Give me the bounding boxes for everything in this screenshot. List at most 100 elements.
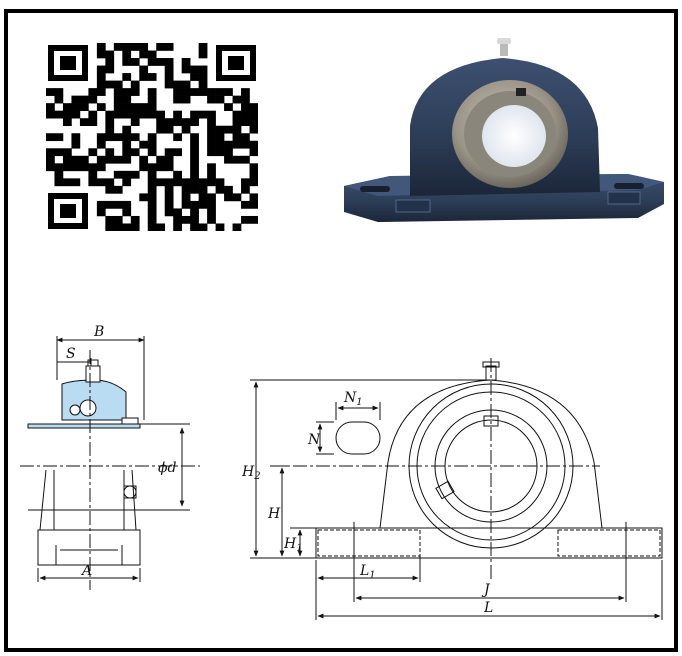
qr-module <box>207 170 216 179</box>
qr-module <box>241 185 250 194</box>
qr-module <box>46 110 55 119</box>
qr-module <box>62 163 72 172</box>
qr-module <box>122 50 132 59</box>
qr-module <box>113 200 123 209</box>
qr-module <box>105 50 115 59</box>
qr-module <box>46 155 55 164</box>
qr-module <box>198 178 208 187</box>
label-H: H <box>267 506 281 522</box>
H2-main: H <box>241 464 255 480</box>
qr-module <box>215 140 225 149</box>
qr-module <box>173 223 182 231</box>
qr-module <box>71 140 81 149</box>
qr-module <box>54 170 64 179</box>
qr-module <box>130 80 140 89</box>
qr-module <box>54 178 64 187</box>
qr-module <box>156 163 166 172</box>
qr-module <box>181 125 191 134</box>
qr-module <box>46 103 55 111</box>
qr-module <box>215 95 225 104</box>
qr-module <box>113 80 123 89</box>
qr-module <box>249 125 258 134</box>
qr-module <box>71 178 81 187</box>
qr-module <box>173 110 182 119</box>
label-N: N <box>307 432 321 448</box>
qr-module <box>96 208 106 217</box>
qr-module <box>241 178 250 187</box>
qr-module <box>54 133 64 142</box>
label-S: S <box>66 346 76 362</box>
qr-module <box>207 133 216 142</box>
qr-module <box>190 88 199 96</box>
label-phi-d: ϕd <box>158 460 177 476</box>
label-H1: H1 <box>283 536 303 554</box>
qr-module <box>122 200 132 209</box>
qr-module <box>147 200 157 209</box>
label-L1: L1 <box>359 563 376 581</box>
qr-module <box>232 125 242 134</box>
qr-module <box>181 65 191 74</box>
qr-module <box>207 118 216 127</box>
qr-module <box>46 163 55 172</box>
qr-module <box>130 215 140 224</box>
qr-module <box>113 110 123 119</box>
qr-module <box>190 215 199 224</box>
qr-module <box>164 208 174 217</box>
qr-module <box>79 155 89 164</box>
qr-module <box>113 103 123 111</box>
qr-module <box>96 155 106 164</box>
qr-module <box>190 185 199 194</box>
qr-module <box>181 88 191 96</box>
qr-module <box>96 133 106 142</box>
qr-module <box>181 80 191 89</box>
qr-module <box>105 200 115 209</box>
qr-module <box>139 155 149 164</box>
qr-module <box>156 43 166 51</box>
label-H2: H2 <box>241 464 261 482</box>
qr-module <box>54 163 64 172</box>
qr-module <box>249 163 258 172</box>
qr-module <box>122 73 132 81</box>
qr-module <box>224 140 233 149</box>
qr-module <box>173 148 182 157</box>
qr-module <box>62 178 72 187</box>
qr-module <box>46 133 55 142</box>
qr-module <box>173 133 182 142</box>
qr-module <box>147 193 157 202</box>
qr-module <box>130 43 140 51</box>
qr-module <box>122 125 132 134</box>
qr-module <box>139 193 149 202</box>
qr-module <box>147 133 157 142</box>
d-letter: d <box>168 460 177 476</box>
qr-module <box>130 223 140 231</box>
qr-module <box>215 133 225 142</box>
qr-module <box>122 133 132 142</box>
qr-module <box>190 65 199 74</box>
qr-module <box>88 88 98 96</box>
qr-module <box>96 80 106 89</box>
qr-module <box>181 200 191 209</box>
qr-module <box>198 193 208 202</box>
qr-module <box>198 80 208 89</box>
qr-module <box>139 50 149 59</box>
qr-module <box>139 73 149 81</box>
qr-module <box>122 110 132 119</box>
label-B: B <box>93 324 104 340</box>
qr-module <box>215 223 225 231</box>
qr-module <box>88 148 98 157</box>
qr-module <box>88 170 98 179</box>
qr-module <box>164 178 174 187</box>
qr-module <box>173 215 182 224</box>
qr-module <box>62 118 72 127</box>
qr-module <box>71 103 81 111</box>
H2-sub: 2 <box>253 471 260 482</box>
qr-module <box>139 110 149 119</box>
qr-finder-top-right <box>216 45 256 81</box>
label-N1: N1 <box>343 390 363 408</box>
qr-module <box>181 58 191 66</box>
qr-module <box>147 103 157 111</box>
qr-module <box>139 163 149 172</box>
qr-finder-top-left <box>48 45 88 81</box>
qr-module <box>130 110 140 119</box>
